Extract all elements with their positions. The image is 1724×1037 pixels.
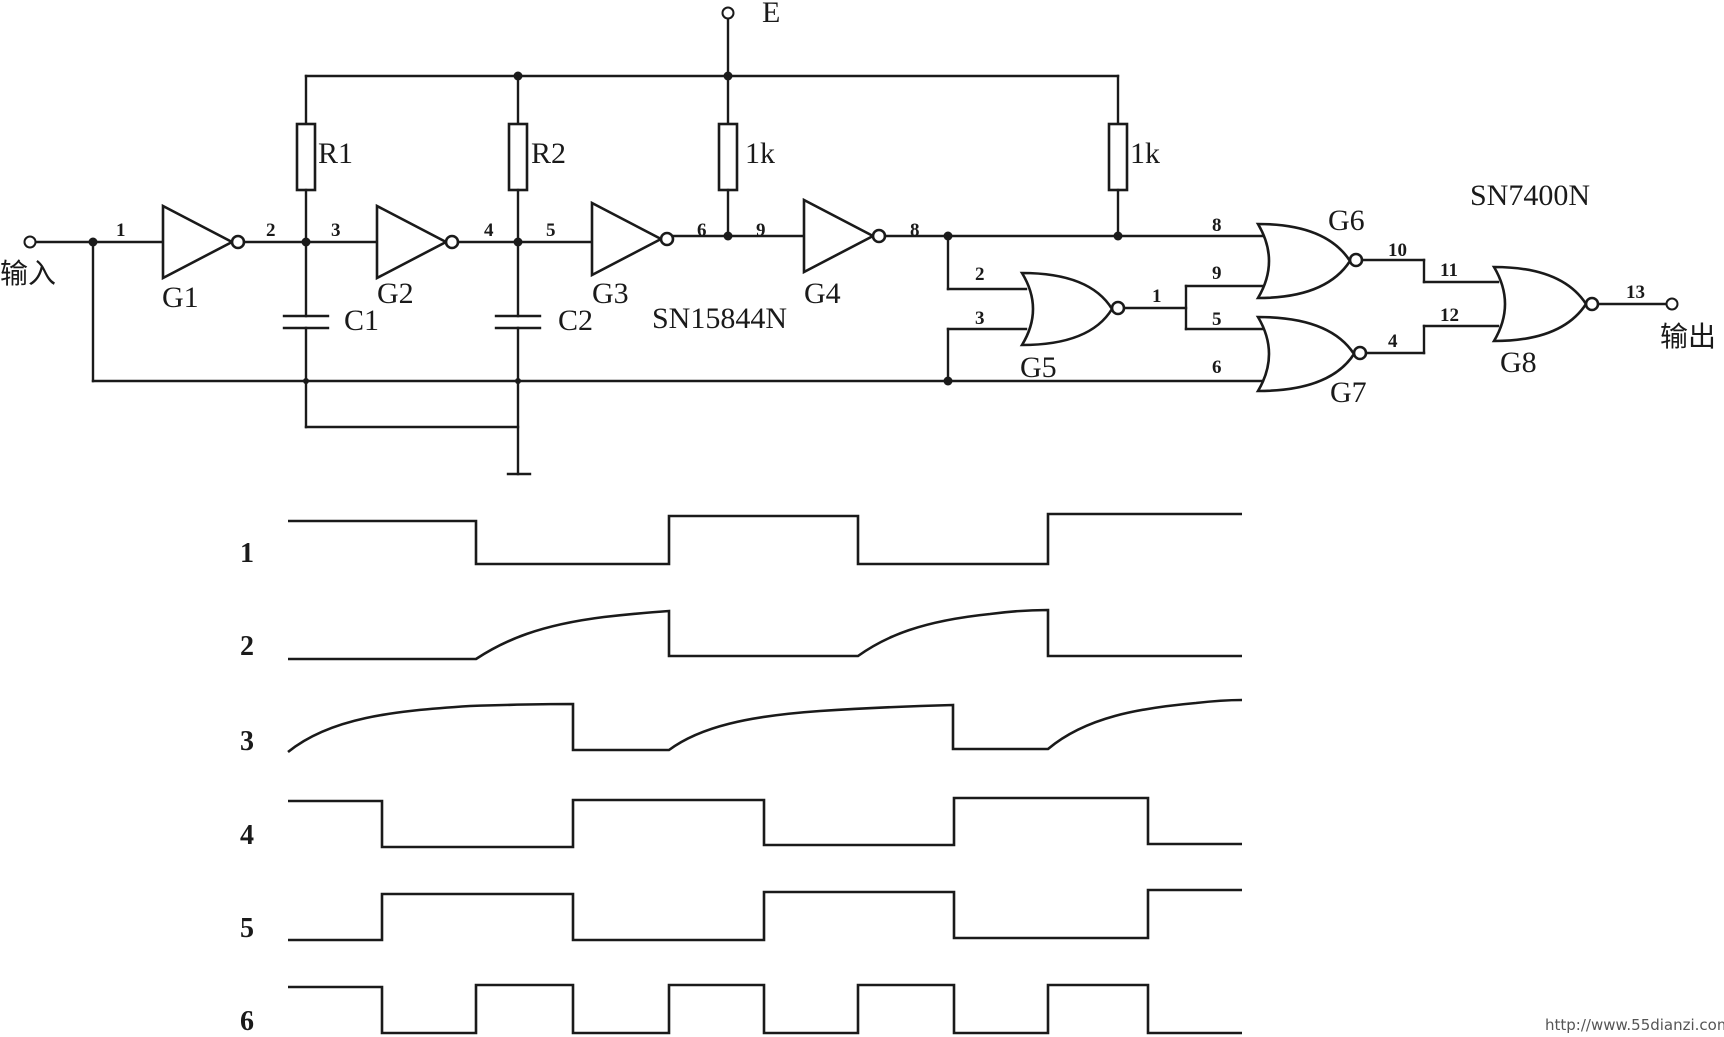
power-rail [304,6,1120,81]
pin-g6-out: 10 [1388,240,1407,261]
pin-g7-out-label: 6 [1212,357,1222,378]
g4-label: G4 [804,277,841,310]
output-label: 输出 [1660,320,1716,353]
g7-label: G7 [1330,376,1367,409]
inverter-chip-label: SN15844N [652,302,787,335]
pin-g8-out: 13 [1626,282,1645,303]
resistor-r2 [507,74,529,246]
waveform-3 [287,698,1243,754]
gate-g7-nand [1255,315,1368,393]
pin-g8-in-b: 12 [1440,305,1459,326]
g2-label: G2 [377,277,414,310]
pullup-b-label: 1k [1130,137,1160,170]
output-terminal [1665,297,1679,311]
gate-g6-nand [1255,222,1364,300]
nand-chip-label: SN7400N [1470,179,1590,212]
resistor-pullup-b [1107,74,1129,238]
r2-label: R2 [531,137,566,170]
pin-g7-out: 4 [1388,331,1398,352]
pin-g6-in-a: 8 [1212,215,1222,236]
g5-label: G5 [1020,351,1057,384]
waveform-label-6: 6 [240,1006,254,1037]
pin-g3-in: 5 [546,220,556,241]
waveform-4 [288,796,1242,849]
pin-numbers: 1 2 3 4 5 6 9 8 2 3 1 8 9 10 5 6 4 11 12… [116,215,1645,378]
waveform-label-1: 1 [240,538,254,569]
g8-label: G8 [1500,346,1537,379]
pin-g5-in-b: 3 [975,308,985,329]
waveform-label-5: 5 [240,913,254,944]
input-wires [34,237,1264,383]
g1-label: G1 [162,281,199,314]
waveform-label-3: 3 [240,726,254,757]
capacitor-c2 [494,240,542,476]
gate-g3-inverter [590,200,675,278]
pin-g5-in-a: 2 [975,264,985,285]
waveform-5 [288,888,1242,942]
pin-g4-in: 9 [756,220,766,241]
c1-label: C1 [344,304,379,337]
waveform-2 [288,608,1242,661]
waveform-1 [288,512,1242,566]
pin-g2-out: 4 [484,220,494,241]
pullup-a-label: 1k [745,137,775,170]
supply-terminal [721,6,735,20]
waveform-6 [288,983,1242,1035]
logic-wires [883,231,1668,386]
pin-g3-out: 6 [697,220,707,241]
input-label: 输入 [0,257,56,290]
c2-label: C2 [558,304,593,337]
pin-g7-in-a: 5 [1212,309,1222,330]
gate-g2-inverter [375,203,460,281]
gate-g8-nand [1491,265,1600,343]
gate-g4-inverter [802,197,887,275]
pin-g6-in-b: 9 [1212,263,1222,284]
pin-g1-in: 1 [116,220,126,241]
gate-g1-inverter [161,203,246,281]
pin-g4-out: 8 [910,220,920,241]
pin-g5-out: 1 [1152,286,1162,307]
pin-g8-in-a: 11 [1440,260,1458,281]
g3-label: G3 [592,277,629,310]
pin-g2-in: 3 [331,220,341,241]
waveform-label-4: 4 [240,820,254,851]
ground-symbol [303,378,532,476]
gate-g5-nand [1019,271,1126,347]
watermark: http://www.55dianzi.com [1545,1016,1724,1034]
r1-label: R1 [318,137,353,170]
g6-label: G6 [1328,204,1365,237]
input-terminal [23,235,37,249]
resistor-r1 [295,74,317,246]
resistor-pullup-a [717,74,739,238]
waveform-label-2: 2 [240,631,254,662]
capacitor-c1 [282,240,330,429]
timing-waveforms: 1 2 3 4 5 6 [240,512,1243,1037]
pin-g1-out: 2 [266,220,276,241]
supply-label: E [762,0,780,29]
